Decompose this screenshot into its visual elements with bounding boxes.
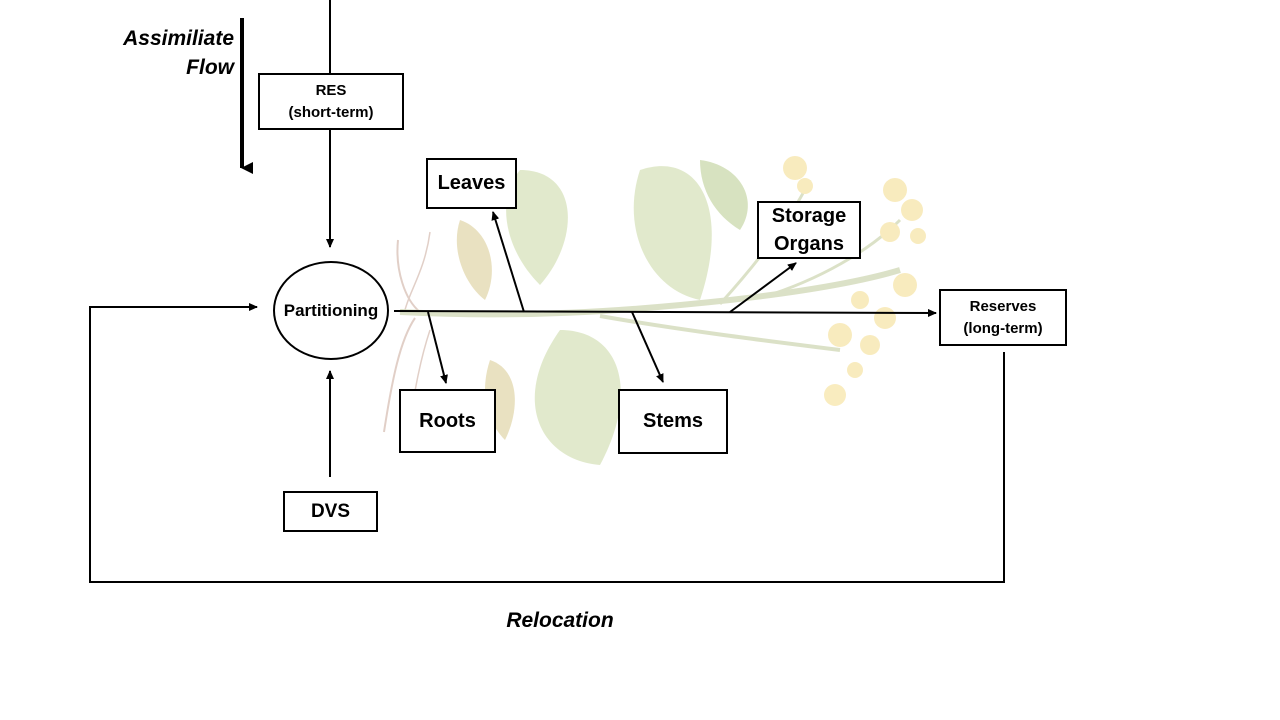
branch-to-leaves-arrow <box>491 211 525 313</box>
leaves-box: Leaves <box>426 158 517 209</box>
reserves-subtitle: (long-term) <box>963 319 1043 337</box>
res-title: RES <box>315 81 347 99</box>
connectors <box>89 0 1005 583</box>
roots-box: Roots <box>399 389 496 453</box>
reserves-box: Reserves (long-term) <box>939 289 1067 346</box>
stems-label: Stems <box>642 410 704 432</box>
branch-to-storage-arrow <box>729 262 797 313</box>
relocation-label: Relocation <box>506 609 614 632</box>
dvs-label: DVS <box>310 500 351 522</box>
relocation-loop-arrow <box>89 303 1005 583</box>
partitioning-to-reserves-arrow <box>393 308 937 317</box>
dvs-box: DVS <box>283 491 378 532</box>
partitioning-node: Partitioning <box>273 261 389 360</box>
reserves-title: Reserves <box>969 297 1037 315</box>
branch-to-roots-arrow <box>427 311 448 384</box>
res-box: RES (short-term) <box>258 73 404 130</box>
assimilate-flow-label: Assimiliate Flow <box>110 24 234 82</box>
plant-illustration <box>383 156 926 465</box>
res-subtitle: (short-term) <box>288 103 374 121</box>
partitioning-label: Partitioning <box>283 300 379 320</box>
assimilate-flow-label-line1: Assimiliate <box>123 27 234 50</box>
roots-label: Roots <box>419 409 476 432</box>
assimilate-flow-label-line2: Flow <box>186 56 234 79</box>
storage-label-line2: Organs <box>773 233 845 255</box>
branch-to-stems-arrow <box>631 311 664 383</box>
leaves-label: Leaves <box>437 172 506 194</box>
storage-organs-box: Storage Organs <box>757 201 861 259</box>
stems-box: Stems <box>618 389 728 454</box>
storage-label-line1: Storage <box>771 205 847 227</box>
